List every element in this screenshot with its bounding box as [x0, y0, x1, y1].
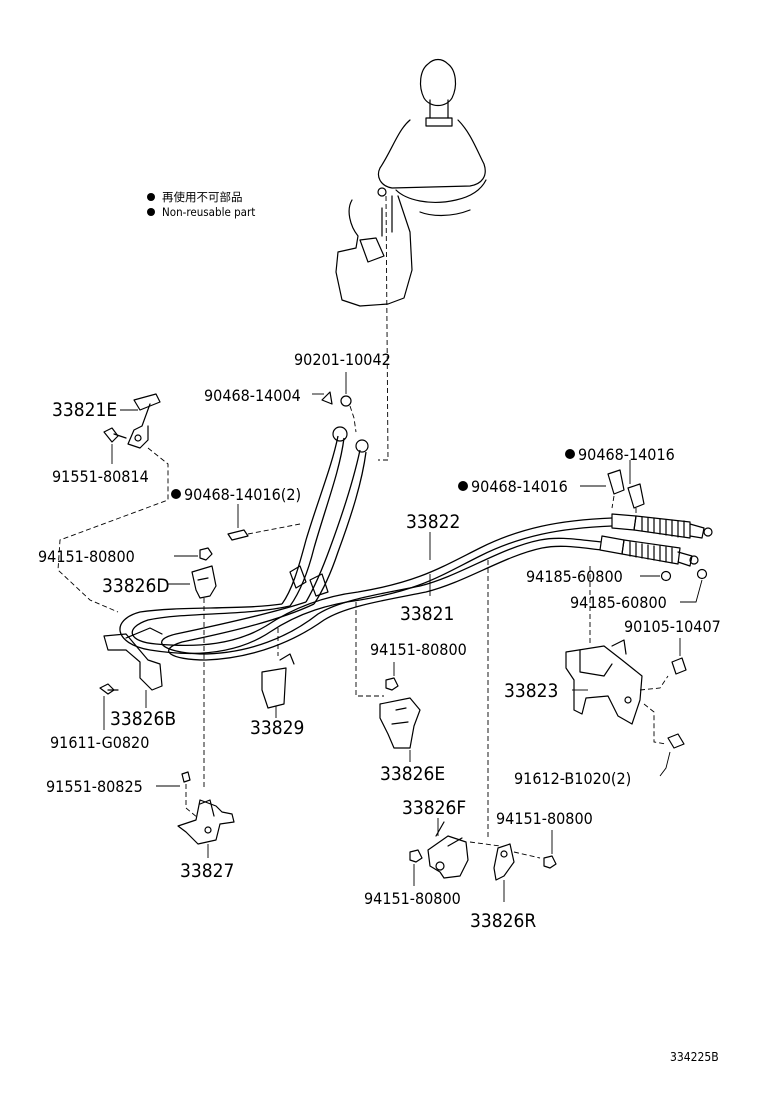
label-33829: 33829 [250, 717, 304, 739]
label-94151-80800-a: 94151-80800 [38, 547, 135, 566]
label-33826D: 33826D [102, 575, 170, 597]
label-33823: 33823 [504, 680, 558, 702]
label-94185-60800-b: 94185-60800 [570, 593, 667, 612]
label-91551-80814: 91551-80814 [52, 467, 149, 486]
label-33821: 33821 [400, 603, 454, 625]
label-91551-80825: 91551-80825 [46, 777, 143, 796]
part-labels: 90201-10042 90468-14004 33821E 91551-808… [38, 350, 721, 932]
legend-en: Non-reusable part [162, 205, 255, 219]
label-33827: 33827 [180, 860, 234, 882]
label-33822: 33822 [406, 511, 460, 533]
clip-90468-14016-2 [227, 504, 301, 541]
label-33821E: 33821E [52, 399, 117, 421]
legend-jp: 再使用不可部品 [162, 190, 243, 204]
label-33826B: 33826B [110, 708, 176, 730]
pin-clip-parts [312, 372, 357, 433]
part-33826F [409, 818, 501, 886]
label-90468-14016-b: 90468-14016 [471, 477, 568, 496]
label-90468-14016-a: 90468-14016 [578, 445, 675, 464]
label-94151-80800-b: 94151-80800 [370, 640, 467, 659]
label-33826R: 33826R [470, 910, 536, 932]
legend: 再使用不可部品 Non-reusable part [147, 190, 255, 219]
part-33826R [487, 560, 557, 902]
label-33826F: 33826F [402, 797, 466, 819]
reference-code: 334225B [670, 1050, 719, 1064]
part-33826B [99, 627, 163, 730]
label-90201-10042: 90201-10042 [294, 350, 391, 369]
part-33823 [565, 566, 687, 777]
label-94151-80800-d: 94151-80800 [364, 889, 461, 908]
part-33826D [168, 565, 217, 790]
label-91611-G0820: 91611-G0820 [50, 733, 149, 752]
part-33827 [156, 771, 235, 858]
label-90105-10407: 90105-10407 [624, 617, 721, 636]
cable-assembly [119, 426, 713, 661]
part-33829 [261, 628, 295, 718]
part-33821E [57, 393, 169, 613]
part-33826E [355, 602, 421, 762]
nut-94151-80800-a [174, 547, 213, 561]
shift-lever-assembly [335, 58, 487, 461]
label-33826E: 33826E [380, 763, 445, 785]
label-91612-B1020-2: 91612-B1020(2) [514, 769, 631, 788]
clips-right [580, 460, 708, 603]
label-94185-60800-a: 94185-60800 [526, 567, 623, 586]
label-90468-14016-2: 90468-14016(2) [184, 485, 301, 504]
label-94151-80800-c: 94151-80800 [496, 809, 593, 828]
label-90468-14004: 90468-14004 [204, 386, 301, 405]
